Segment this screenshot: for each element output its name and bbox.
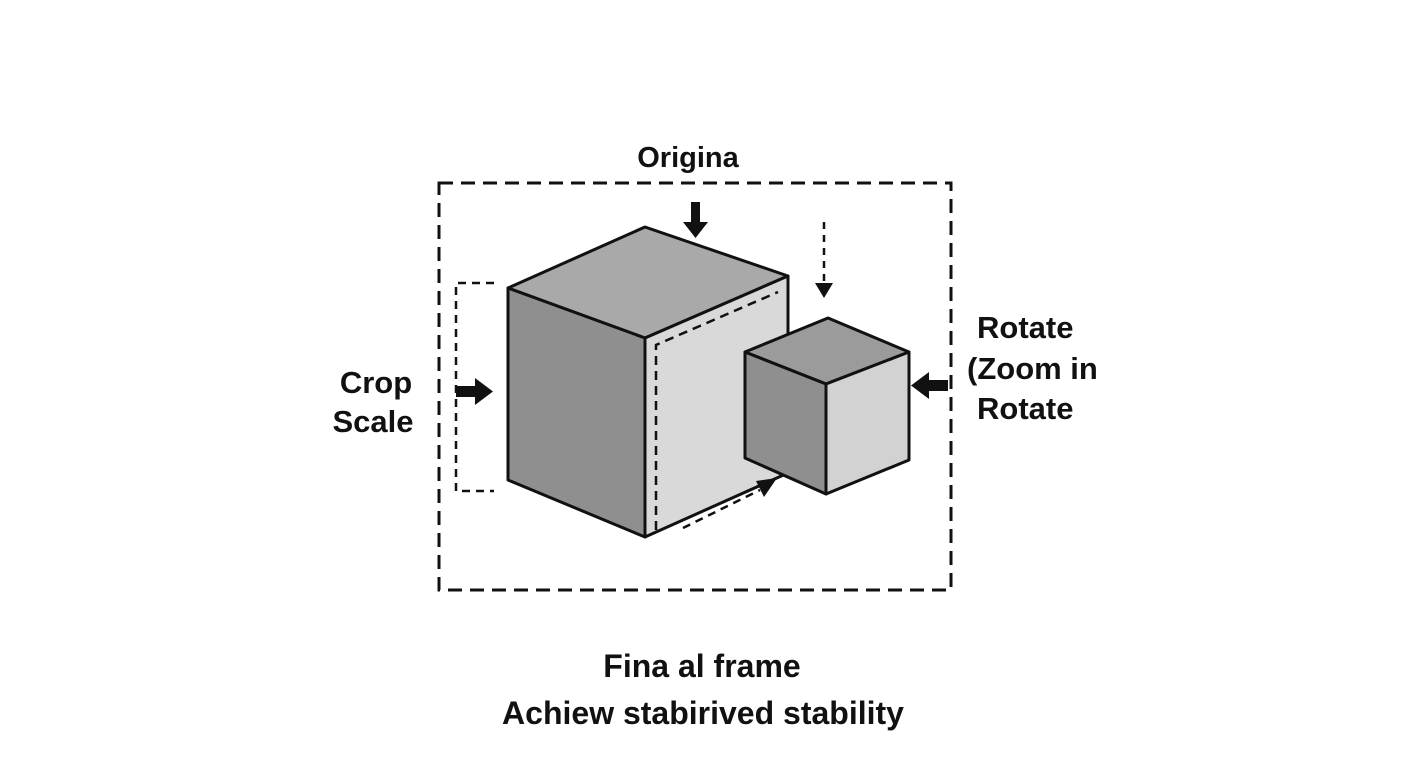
small-cube	[743, 316, 911, 496]
dashed-diagonal-arrow-icon	[682, 478, 777, 530]
right-label-line-3: Rotate	[977, 391, 1073, 426]
bottom-label-line-1: Fina al frame	[603, 648, 800, 684]
right-label-line-2: (Zoom in	[967, 351, 1098, 386]
large-cube	[506, 225, 790, 539]
top-label: Origina	[637, 142, 739, 174]
left-label-line-2: Scale	[332, 404, 413, 439]
dashed-down-arrow-icon	[815, 222, 833, 298]
right-label-line-1: Rotate	[977, 310, 1073, 345]
small-cube-right-face	[824, 350, 911, 496]
large-cube-dashed-projection	[654, 290, 779, 530]
right-arrow-icon	[456, 378, 493, 405]
left-arrow-icon	[911, 372, 948, 399]
down-arrow-icon	[683, 202, 708, 238]
bottom-label-line-2: Achiew stabirived stability	[502, 695, 904, 731]
left-label-line-1: Crop	[340, 365, 412, 400]
outer-dashed-frame	[437, 181, 953, 592]
